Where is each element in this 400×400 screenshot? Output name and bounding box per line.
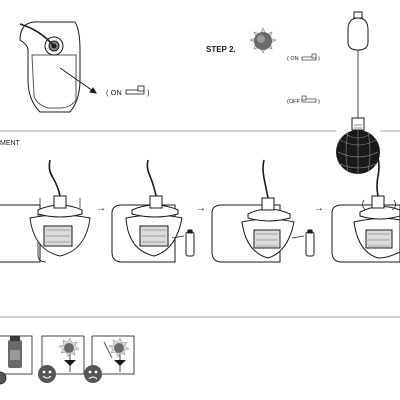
happy-face-icon: [38, 365, 56, 383]
switch-on-close: ): [147, 88, 150, 97]
moon-icon: [248, 78, 272, 115]
step2-switch-on-icon: [301, 53, 317, 61]
cleaner-bottle-icon: [8, 336, 22, 368]
sun-charging-icon-good: [58, 337, 80, 372]
battery-step-panel-1: [0, 159, 91, 263]
step2-on-label: ( ON: [287, 56, 299, 62]
lamp-base-switch-illustration: [19, 21, 97, 113]
step2-label: STEP 2.: [206, 45, 236, 54]
step2-on-close: ): [318, 56, 320, 62]
battery-icon-1: [185, 231, 195, 257]
sad-face-icon: [84, 365, 102, 383]
switch-on-label: ( ON: [106, 88, 122, 97]
arrow-2: →: [196, 203, 206, 214]
battery-step-panel-2: [111, 159, 195, 263]
sun-icon: [249, 27, 277, 54]
step2-off-close: ): [318, 99, 320, 105]
hanging-lamp-illustration: [347, 11, 369, 131]
step2-off-label: (OFF: [287, 99, 300, 105]
arrow-3: →: [314, 203, 324, 214]
sun-charging-icon-shaded: [103, 337, 130, 372]
step2-switch-off-icon: [301, 95, 317, 103]
switch-on-icon: [125, 85, 145, 95]
section-label: MENT: [0, 140, 21, 147]
arrow-1: →: [96, 203, 106, 214]
globe-lampshade: [336, 130, 380, 174]
battery-step-panel-4: [331, 157, 400, 263]
battery-step-panel-3: [211, 159, 315, 263]
battery-icon-2: [305, 231, 315, 257]
